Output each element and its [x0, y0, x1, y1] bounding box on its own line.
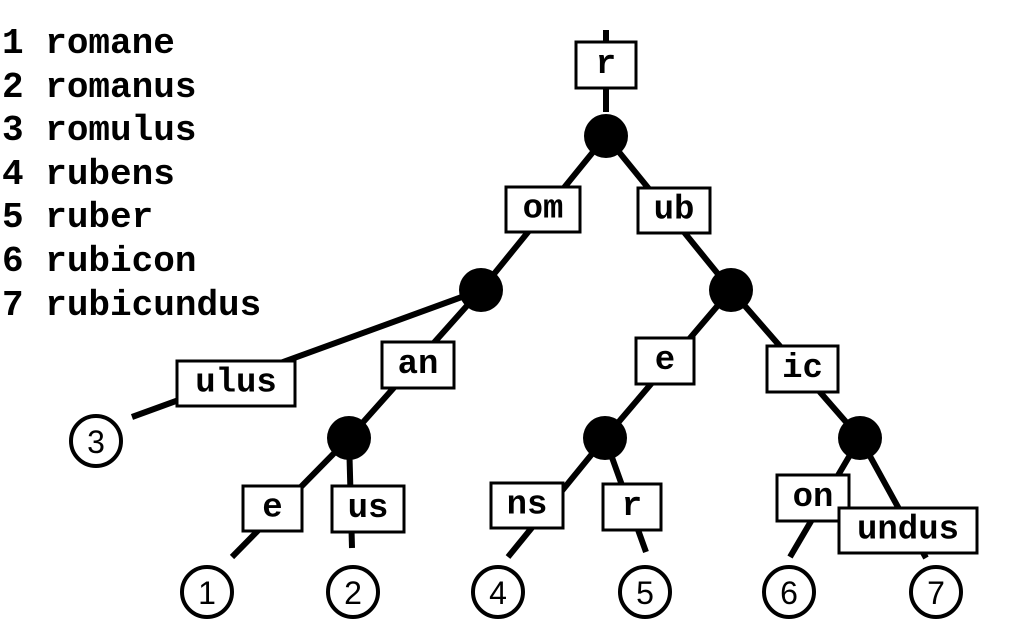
word-number: 5	[2, 197, 24, 239]
leaf-2: 2	[326, 565, 380, 619]
leaf-5: 5	[618, 565, 672, 619]
leaf-3: 3	[69, 414, 123, 468]
word-number: 3	[2, 110, 24, 152]
edge-label-root-text: r	[596, 46, 616, 84]
edge-label-root: r	[574, 40, 638, 90]
leaf-1: 1	[180, 565, 234, 619]
edge-label-om: om	[504, 185, 582, 234]
word-text: rubicundus	[45, 284, 262, 326]
edge-label-us: us	[330, 484, 406, 534]
word-list: 1 romane 2 romanus 3 romulus 4 rubens 5 …	[2, 22, 261, 327]
node-om	[459, 268, 503, 312]
edge-label-ulus-text: ulus	[195, 365, 277, 403]
edge-label-undus-text: undus	[857, 512, 959, 550]
leaf-5-label: 5	[636, 575, 654, 611]
edge-label-om-text: om	[523, 191, 564, 229]
word-list-item: 5 ruber	[2, 196, 261, 240]
tree-nodes	[327, 114, 882, 460]
edge-label-e-left: e	[241, 484, 304, 533]
tree-leaves: 3 1 2 4 5 6 7	[69, 414, 963, 619]
leaf-7-label: 7	[927, 575, 945, 611]
word-number: 7	[2, 284, 24, 326]
word-list-item: 1 romane	[2, 22, 261, 66]
edge-label-r-leaf: r	[601, 482, 663, 532]
edge-label-ns: ns	[489, 481, 565, 530]
edge-label-e-right: e	[634, 336, 696, 386]
node-e	[583, 416, 627, 460]
node-an	[327, 416, 371, 460]
leaf-1-label: 1	[198, 575, 216, 611]
word-list-item: 4 rubens	[2, 153, 261, 197]
edge-label-on: on	[775, 473, 851, 523]
edge-label-an-text: an	[398, 346, 439, 384]
leaf-2-label: 2	[344, 575, 362, 611]
edge-labels: r om ub ulus an e us e	[175, 40, 979, 555]
leaf-4-label: 4	[489, 575, 507, 611]
edge-label-e-right-text: e	[655, 342, 675, 380]
word-number: 6	[2, 240, 24, 282]
edge-label-ub-text: ub	[654, 192, 695, 230]
word-list-item: 3 romulus	[2, 109, 261, 153]
word-text: rubens	[45, 153, 175, 195]
edge-label-undus: undus	[837, 506, 979, 555]
word-number: 1	[2, 23, 24, 64]
word-list-item: 2 romanus	[2, 66, 261, 110]
edge-label-an: an	[380, 340, 456, 390]
node-ub	[709, 268, 753, 312]
edge-label-ic: ic	[765, 344, 840, 394]
edge-label-ns-text: ns	[507, 487, 548, 525]
node-root	[584, 114, 628, 158]
leaf-3-label: 3	[87, 424, 105, 460]
word-text: romanus	[45, 66, 197, 108]
leaf-4: 4	[471, 565, 525, 619]
edge-label-ub: ub	[636, 186, 712, 235]
word-text: romane	[45, 23, 175, 64]
word-text: romulus	[45, 110, 197, 152]
word-text: ruber	[45, 197, 154, 239]
word-number: 4	[2, 153, 24, 195]
edge-label-e-left-text: e	[262, 490, 282, 528]
edge-label-us-text: us	[348, 490, 389, 528]
word-list-item: 7 rubicundus	[2, 284, 261, 328]
word-text: rubicon	[45, 240, 197, 282]
leaf-6-label: 6	[780, 575, 798, 611]
leaf-7: 7	[909, 565, 963, 619]
edge-label-on-text: on	[793, 479, 834, 517]
leaf-6: 6	[762, 565, 816, 619]
node-ic	[838, 416, 882, 460]
edge-label-ic-text: ic	[782, 350, 823, 388]
edge-label-ulus: ulus	[175, 359, 297, 408]
word-list-item: 6 rubicon	[2, 240, 261, 284]
word-number: 2	[2, 66, 24, 108]
edge-label-r-leaf-text: r	[622, 488, 642, 526]
